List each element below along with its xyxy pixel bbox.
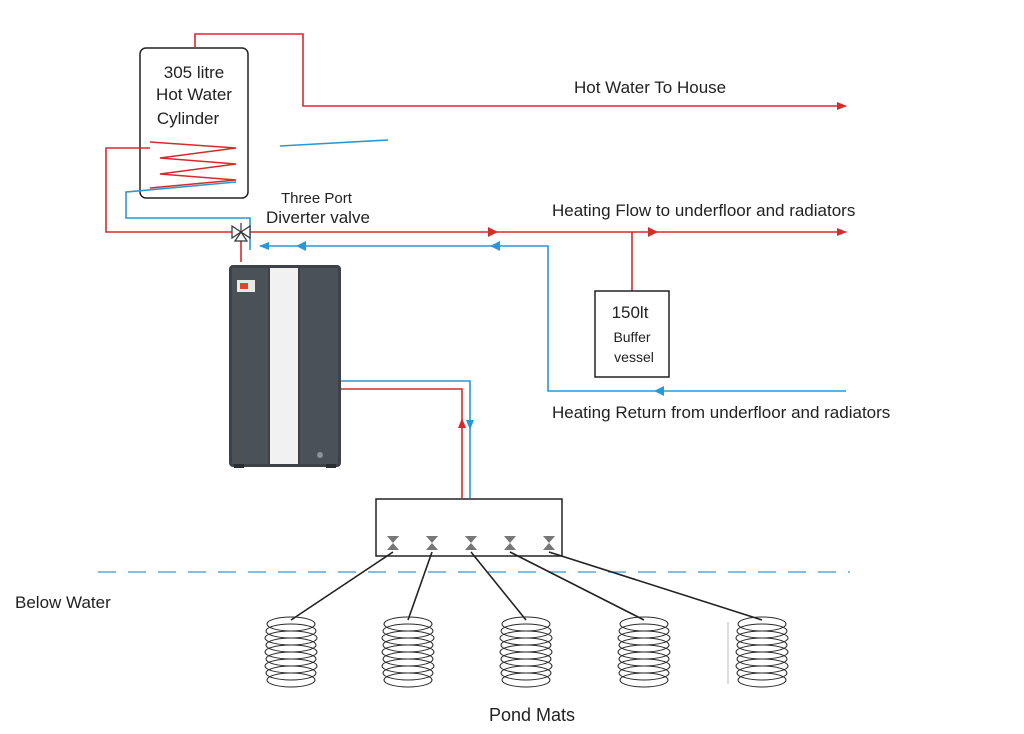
heating-return-pipe [259,242,846,392]
hot-water-label: Hot Water To House [574,78,726,97]
cylinder-label-line3: Cylinder [157,109,220,128]
valve-label-line2: Diverter valve [266,208,370,227]
buffer-label-line1: 150lt [612,303,649,322]
hot-water-pipe [194,33,847,110]
pond-mat-coil [617,616,671,688]
pond-return-pipe [341,380,471,498]
heating-flow-arrow-1 [488,227,498,237]
hot-water-cylinder [139,47,249,199]
heating-return-label: Heating Return from underfloor and radia… [552,403,890,422]
cylinder-coil [149,141,237,189]
diverter-valve-icon [231,223,251,262]
coil-flow-pipe [105,147,240,233]
pond-mat-coil [381,616,435,688]
pond-mats-label: Pond Mats [489,705,575,725]
mat-connection-pipes [290,551,763,621]
pond-mat-coil [264,616,318,688]
cold-feed-pipe [279,139,389,147]
buffer-vessel [594,290,670,378]
pond-flow-pipe [341,388,463,498]
pond-mat-coil [499,616,553,688]
pond-mat-coil [735,616,789,688]
heating-return-arrow-3 [654,386,664,396]
pond-return-arrow [466,420,474,430]
valve-label-line1: Three Port [281,190,353,207]
below-water-label: Below Water [15,593,111,612]
pond-flow-arrow [458,418,466,428]
cylinder-label-line1: 305 litre [164,63,224,82]
manifold-valves [387,536,555,550]
heating-return-arrow-1 [296,241,306,251]
heating-flow-label: Heating Flow to underfloor and radiators [552,201,855,220]
cylinder-label-line2: Hot Water [156,85,232,104]
buffer-label-line3: vessel [614,349,654,365]
heating-return-arrow-2 [490,241,500,251]
buffer-label-line2: Buffer [613,329,650,345]
heating-flow-arrow-2 [648,227,658,237]
heat-pump-unit [229,265,341,468]
